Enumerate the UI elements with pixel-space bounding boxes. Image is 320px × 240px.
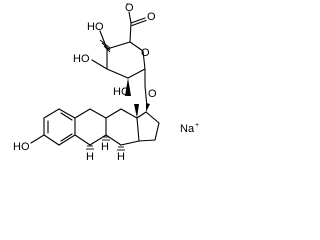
c17-oxygen-wedge [146,103,150,112]
carboxylate-charge-label: - [126,1,129,8]
stereo-h-c9-label: H [86,151,94,163]
chemical-structure: O - O O HO HO HO O [13,1,199,163]
c13-methyl-wedge [134,104,139,118]
c2-hydroxyl-wedge [125,78,131,96]
c4-hydroxyl-label: HO [87,21,104,33]
sodium-label: Na [180,123,195,135]
carbonyl-oxygen-label: O [147,11,156,23]
c2-hydroxyl-label: HO [113,86,130,98]
stereo-h-c8-label: H [101,141,109,153]
c4-hydroxyl-hash [99,39,111,53]
stereo-hash-c8 [86,145,94,150]
stereo-hash-c9 [102,136,110,141]
c3-hydroxyl-label: HO [73,53,90,65]
glycosidic-oxygen-label: O [148,88,157,100]
glucuronide-unit: O - O O HO HO HO O [73,1,157,108]
ring-oxygen-label: O [141,47,150,59]
sodium-charge-label: + [195,122,199,129]
carboxylate-oxygen-label: O [125,2,134,14]
estradiol-steroid-unit: HO H H H [13,103,160,163]
stereo-h-c14-label: H [117,151,125,163]
sodium-counterion: Na + [180,122,199,135]
phenol-hydroxyl-label: HO [13,141,30,153]
stereo-hash-c14 [117,146,125,151]
